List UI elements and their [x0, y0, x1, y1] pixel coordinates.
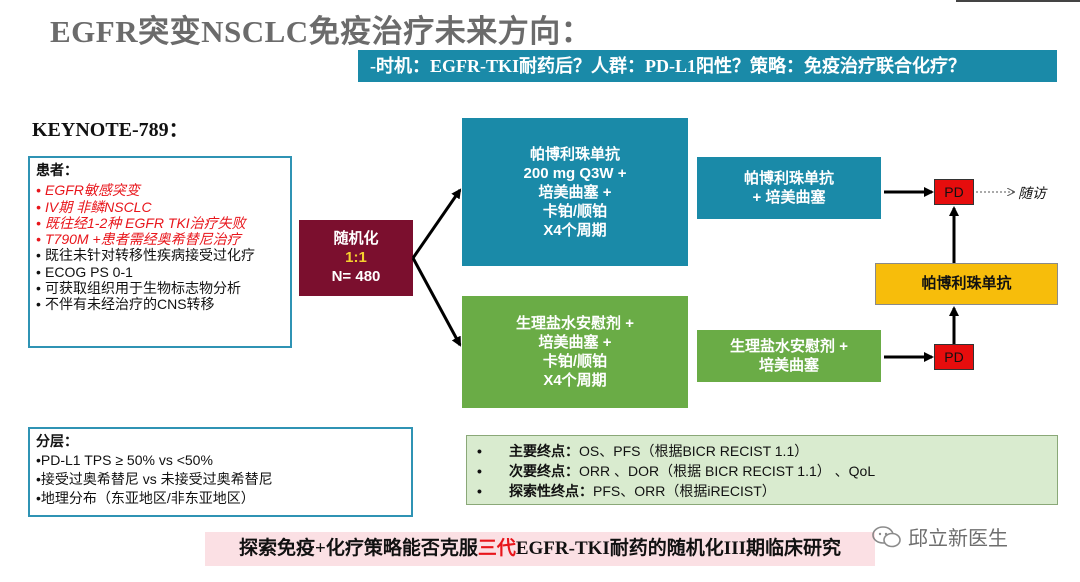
patient-criterion: ECOG PS 0-1	[36, 264, 284, 281]
randomization-ratio: 1:1	[345, 249, 367, 266]
maintenance1-box: 帕博利珠单抗 + 培美曲塞	[697, 157, 881, 219]
endpoint-item: 探索性终点：PFS、ORR（根据iRECIST）	[477, 481, 1047, 501]
endpoint-text: ORR 、DOR（根据 BICR RECIST 1.1） 、QoL	[579, 463, 876, 479]
wechat-icon	[872, 525, 901, 547]
maintenance1-line: + 培美曲塞	[752, 189, 826, 206]
patient-criterion: 既往未针对转移性疾病接受过化疗	[36, 247, 284, 264]
arm1-line: 卡铂/顺铂	[542, 202, 608, 220]
stratification-item: •地理分布（东亚地区/非东亚地区）	[36, 490, 255, 506]
endpoints-list: 主要终点：OS、PFS（根据BICR RECIST 1.1） 次要终点：ORR …	[477, 441, 1047, 501]
maintenance1-line: 帕博利珠单抗	[743, 170, 834, 187]
stratification-item: •接受过奥希替尼 vs 未接受过奥希替尼	[36, 471, 273, 487]
arm2-line: 培美曲塞 +	[538, 334, 612, 351]
endpoint-item: 主要终点：OS、PFS（根据BICR RECIST 1.1）	[477, 441, 1047, 461]
endpoint-text: OS、PFS（根据BICR RECIST 1.1）	[579, 443, 809, 459]
bottom-text-highlight: 三代	[477, 538, 516, 559]
maintenance2-box: 生理盐水安慰剂 + 培美曲塞	[697, 330, 881, 382]
arm1-line: 帕博利珠单抗	[529, 145, 620, 163]
arrow-to-arm2	[411, 257, 462, 347]
arm2-line: 生理盐水安慰剂 +	[516, 315, 634, 332]
arrow-to-arm1	[411, 188, 462, 259]
randomization-box: 随机化 1:1 N= 480	[299, 220, 413, 296]
randomization-label: 随机化	[333, 230, 379, 247]
bottom-text-post: EGFR-TKI耐药的随机化III期临床研究	[515, 538, 841, 559]
maintenance2-line: 生理盐水安慰剂 +	[730, 338, 848, 355]
subtitle-banner: -时机：EGFR-TKI耐药后？人群：PD-L1阳性？策略：免疫治疗联合化疗？	[358, 50, 1057, 82]
followup-label: 随访	[1018, 185, 1046, 201]
arm1-line: 200 mg Q3W +	[523, 164, 627, 182]
pd-box-arm2: PD	[934, 344, 974, 370]
stratification-header: 分层：	[36, 433, 78, 449]
patients-header: 患者：	[36, 162, 78, 178]
maintenance2-line: 培美曲塞	[758, 357, 819, 374]
endpoint-label: 主要终点：	[509, 443, 579, 459]
patient-criterion: T790M +患者需经奥希替尼治疗	[36, 231, 284, 248]
patients-box: 患者： EGFR敏感突变 IV期 非鳞NSCLC 既往经1-2种 EGFR TK…	[28, 156, 292, 348]
endpoint-item: 次要终点：ORR 、DOR（根据 BICR RECIST 1.1） 、QoL	[477, 461, 1047, 481]
endpoint-text: PFS、ORR（根据iRECIST）	[593, 483, 776, 499]
patient-criterion: 可获取组织用于生物标志物分析	[36, 280, 284, 297]
patient-criterion: IV期 非鳞NSCLC	[36, 199, 284, 216]
bottom-text-pre: 探索免疫+化疗策略能否克服	[239, 538, 478, 559]
patients-list: EGFR敏感突变 IV期 非鳞NSCLC 既往经1-2种 EGFR TKI治疗失…	[36, 182, 284, 313]
bottom-summary: 探索免疫+化疗策略能否克服三代EGFR-TKI耐药的随机化III期临床研究	[205, 532, 875, 566]
slide-title: EGFR突变NSCLC免疫治疗未来方向：	[50, 14, 593, 49]
pd-box-arm1: PD	[934, 179, 974, 205]
stratification-box: 分层： •PD-L1 TPS ≥ 50% vs <50% •接受过奥希替尼 vs…	[28, 427, 413, 517]
endpoints-box: 主要终点：OS、PFS（根据BICR RECIST 1.1） 次要终点：ORR …	[466, 435, 1058, 505]
crossover-box: 帕博利珠单抗	[875, 263, 1058, 305]
arm2-line: X4个周期	[543, 372, 607, 389]
patient-criterion: EGFR敏感突变	[36, 182, 284, 199]
arm1-line: X4个周期	[543, 221, 607, 239]
stratification-item: •PD-L1 TPS ≥ 50% vs <50%	[36, 452, 213, 468]
watermark-text: 邱立新医生	[908, 528, 1008, 550]
top-border-line	[956, 0, 1080, 2]
randomization-n: N= 480	[331, 268, 381, 285]
arm2-line: 卡铂/顺铂	[542, 353, 608, 370]
arm1-box: 帕博利珠单抗 200 mg Q3W + 培美曲塞 + 卡铂/顺铂 X4个周期	[462, 118, 688, 266]
arm2-box: 生理盐水安慰剂 + 培美曲塞 + 卡铂/顺铂 X4个周期	[462, 296, 688, 408]
patient-criterion: 不伴有未经治疗的CNS转移	[36, 296, 284, 313]
endpoint-label: 次要终点：	[509, 463, 579, 479]
endpoint-label: 探索性终点：	[509, 483, 593, 499]
watermark: 邱立新医生	[872, 522, 1008, 551]
trial-name: KEYNOTE-789：	[32, 119, 189, 141]
arm1-line: 培美曲塞 +	[538, 183, 612, 201]
patient-criterion: 既往经1-2种 EGFR TKI治疗失败	[36, 215, 284, 232]
